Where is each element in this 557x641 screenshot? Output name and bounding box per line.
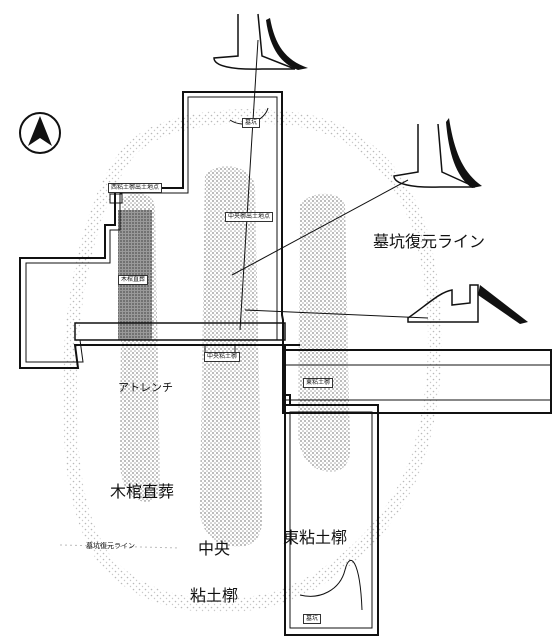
- label-bottom-pit: 墓坑: [303, 614, 322, 624]
- label-trench: アトレンチ: [118, 381, 173, 394]
- pit-restoration-outline: [62, 109, 442, 613]
- leader-restoration-2: [244, 309, 429, 319]
- label-wooden-coffin-burial: 木棺直葬: [110, 482, 175, 501]
- section-profile-right-lower: [407, 284, 528, 324]
- south-east-trench: [284, 404, 379, 636]
- label-clay-chamber: 粘土槨: [190, 586, 239, 605]
- north-arrow-icon: [19, 112, 61, 154]
- section-profile-top: [213, 13, 308, 70]
- leader-restoration: [231, 179, 409, 276]
- small-restoration-hint: [59, 544, 181, 549]
- label-pit-restoration-line-small: 墓坑復元ライン: [86, 542, 135, 550]
- main-trench-outline: [19, 91, 300, 406]
- center-axis-line: [239, 39, 259, 331]
- south-pit-curve: [299, 559, 363, 611]
- tick-box-1: [109, 193, 123, 204]
- south-east-trench-inner: [289, 411, 373, 629]
- label-center-mid: 中央粘土槨: [204, 352, 241, 362]
- label-west-detected: 西粘土槨出土地点: [108, 183, 163, 193]
- label-east-detected: 東粘土槨: [303, 378, 334, 388]
- east-chamber-band: [298, 193, 350, 472]
- label-top-pit: 墓坑: [242, 118, 261, 128]
- label-pit-restoration-line: 墓坑復元ライン: [373, 232, 486, 251]
- label-center: 中央: [198, 539, 231, 558]
- label-center-detected-top: 中央槨出土地点: [225, 212, 274, 222]
- east-horizontal-trench: [282, 349, 552, 414]
- cross-trench-west: [74, 322, 286, 341]
- label-west-mid: 木棺直葬: [118, 275, 149, 285]
- label-east-clay-chamber: 東粘土槨: [283, 528, 348, 547]
- section-profile-right-upper: [393, 118, 482, 188]
